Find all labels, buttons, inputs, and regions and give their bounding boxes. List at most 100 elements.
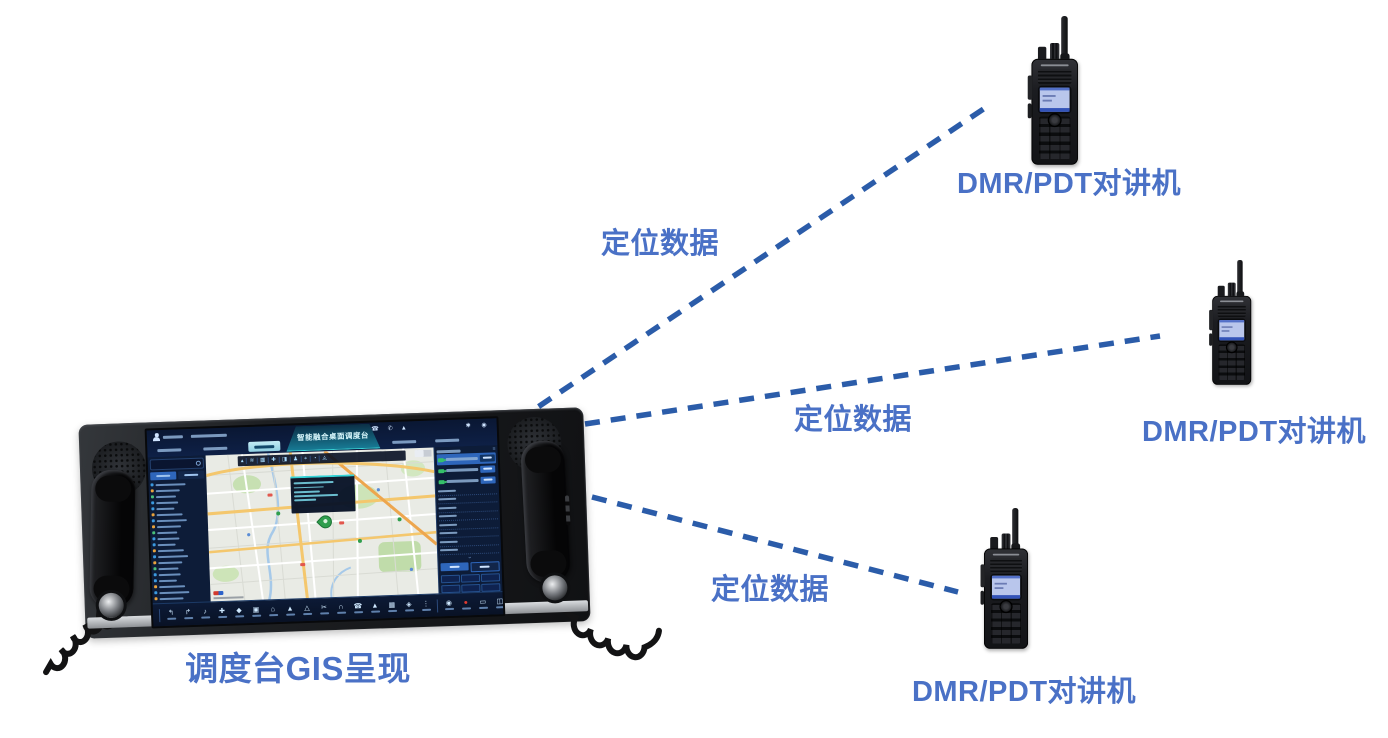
side-button[interactable]: [980, 590, 985, 605]
toolbar-left-group: ↰↱♪✚◆▣⌂▲△✂∩☎▲▦◈⋮: [163, 600, 434, 621]
dial-key[interactable]: [481, 582, 501, 592]
console-caption: 调度台GIS呈现: [185, 650, 411, 687]
phone-icon[interactable]: [89, 469, 136, 609]
link-label-top: 定位数据: [600, 228, 719, 260]
group-icon[interactable]: ▲: [400, 425, 407, 432]
toolbar-icon[interactable]: △: [299, 605, 315, 616]
nav-button[interactable]: [1000, 601, 1012, 612]
toolbar-icon[interactable]: ▦: [384, 602, 400, 613]
gear-icon[interactable]: ✱: [465, 423, 471, 430]
sidebar-tree: [150, 481, 208, 602]
volume-knob[interactable]: [1227, 282, 1236, 298]
map-tool-icon[interactable]: ▴: [240, 458, 244, 465]
nav-button[interactable]: [1227, 342, 1237, 353]
map-tool-icon[interactable]: ⌖: [303, 455, 308, 463]
speaker-icon: [990, 558, 1022, 573]
dial-key[interactable]: [441, 584, 461, 593]
toolbar-icon[interactable]: ↱: [180, 609, 196, 620]
radio-label-bottom: DMR/PDT对讲机: [911, 676, 1137, 708]
toolbar-icon[interactable]: ↰: [163, 609, 179, 621]
status-rows: [436, 452, 497, 487]
toolbar-icon[interactable]: ▲: [282, 605, 298, 616]
screen-main: ▴ ≋ ▦ ✚ ◨ ♟ ⌖ ◔ ◬ ≡ ⌄: [147, 445, 503, 605]
gis-map[interactable]: ▴ ≋ ▦ ✚ ◨ ♟ ⌖ ◔ ◬: [205, 447, 439, 603]
dial-key[interactable]: [461, 583, 481, 593]
map-tool-icon[interactable]: ✚: [271, 457, 277, 464]
toolbar-icon[interactable]: ◆: [231, 607, 247, 618]
console-screen: ☎ ✆ ▲ ✱ ◉ 智能融合桌面调度台: [144, 416, 506, 629]
operator-name-text: [162, 435, 183, 439]
link-line-top: [515, 105, 987, 424]
nav-tab[interactable]: [203, 446, 228, 451]
call-icon[interactable]: ✆: [387, 425, 393, 433]
battery-icon: [437, 457, 444, 462]
ptt-button[interactable]: [1027, 75, 1033, 100]
dispatch-panel: ≡ ⌄: [433, 445, 503, 595]
brand-text: [1220, 300, 1244, 303]
contact-sidebar: [147, 455, 211, 605]
status-action-button[interactable]: [480, 465, 496, 473]
power-icon[interactable]: ◉: [481, 422, 487, 429]
side-button[interactable]: [1027, 103, 1032, 119]
toolbar-icon[interactable]: ◈: [401, 601, 417, 612]
toolbar-icon[interactable]: ✂: [316, 604, 332, 615]
map-tool-icon[interactable]: ♟: [293, 456, 299, 463]
ptt-button[interactable]: [980, 564, 985, 588]
nav-button[interactable]: [1049, 114, 1061, 126]
control-icon[interactable]: ◫: [492, 598, 506, 609]
nav-tab-gis-active[interactable]: [248, 440, 281, 452]
sidebar-tab[interactable]: [178, 470, 205, 480]
channel-knob[interactable]: [990, 537, 999, 551]
map-tool-icon[interactable]: ◬: [322, 455, 327, 462]
search-input[interactable]: [149, 457, 205, 471]
status-action-button[interactable]: [480, 476, 496, 484]
chevron-down-icon[interactable]: ⌄: [467, 554, 473, 561]
link-label-middle: 定位数据: [793, 404, 912, 436]
radio-middle: [1206, 260, 1261, 386]
battery-icon: [438, 479, 445, 484]
channel-knob[interactable]: [1037, 46, 1047, 61]
phone-icon[interactable]: [520, 439, 572, 584]
channel-knob[interactable]: [1217, 285, 1225, 298]
hangup-button[interactable]: [469, 561, 500, 573]
radio-label-top: DMR/PDT对讲机: [956, 168, 1182, 200]
radio-body: [1031, 58, 1078, 165]
toolbar-icon[interactable]: ⌂: [265, 606, 281, 617]
brand-text: [1040, 64, 1069, 67]
dial-key[interactable]: [481, 573, 501, 582]
sidebar-tab-active[interactable]: [150, 471, 177, 481]
map-tool-icon[interactable]: ≋: [249, 457, 255, 464]
status-action-button[interactable]: [479, 454, 495, 462]
toolbar-icon[interactable]: ▣: [248, 606, 264, 618]
nav-tab[interactable]: [435, 438, 460, 443]
side-button[interactable]: [1209, 333, 1213, 346]
control-icon[interactable]: ▭: [475, 598, 491, 610]
battery-icon: [438, 468, 445, 473]
volume-knob[interactable]: [1001, 533, 1011, 551]
map-window-buttons[interactable]: [414, 449, 432, 458]
nav-tab[interactable]: [392, 440, 417, 444]
map-tool-icon[interactable]: ▦: [260, 457, 266, 464]
toolbar-icon[interactable]: ∩: [333, 603, 349, 615]
dial-key[interactable]: [440, 574, 460, 584]
toolbar-right-group: ◉●▭◫◎: [441, 597, 506, 611]
record-icon[interactable]: ●: [458, 599, 474, 610]
call-button[interactable]: [440, 562, 469, 572]
control-icon[interactable]: ◉: [441, 600, 457, 611]
brand-text: [992, 553, 1020, 556]
map-tool-icon[interactable]: ◨: [281, 456, 288, 463]
dial-key[interactable]: [461, 573, 480, 583]
toolbar-icon[interactable]: ▲: [367, 602, 383, 613]
toolbar-icon[interactable]: ⋮: [418, 600, 434, 612]
volume-knob[interactable]: [1050, 42, 1060, 61]
map-provider-logo: [213, 590, 224, 596]
nav-tab[interactable]: [157, 448, 182, 453]
toolbar-icon[interactable]: ☎: [350, 603, 366, 614]
person-icon: [153, 433, 160, 441]
radio-label-middle: DMR/PDT对讲机: [1141, 416, 1367, 448]
ptt-button[interactable]: [1209, 309, 1214, 331]
dispatch-console: ☎ ✆ ▲ ✱ ◉ 智能融合桌面调度台: [43, 407, 662, 676]
toolbar-icon[interactable]: ✚: [214, 608, 230, 619]
map-tool-icon[interactable]: ◔: [313, 455, 317, 462]
toolbar-icon[interactable]: ♪: [197, 608, 213, 619]
